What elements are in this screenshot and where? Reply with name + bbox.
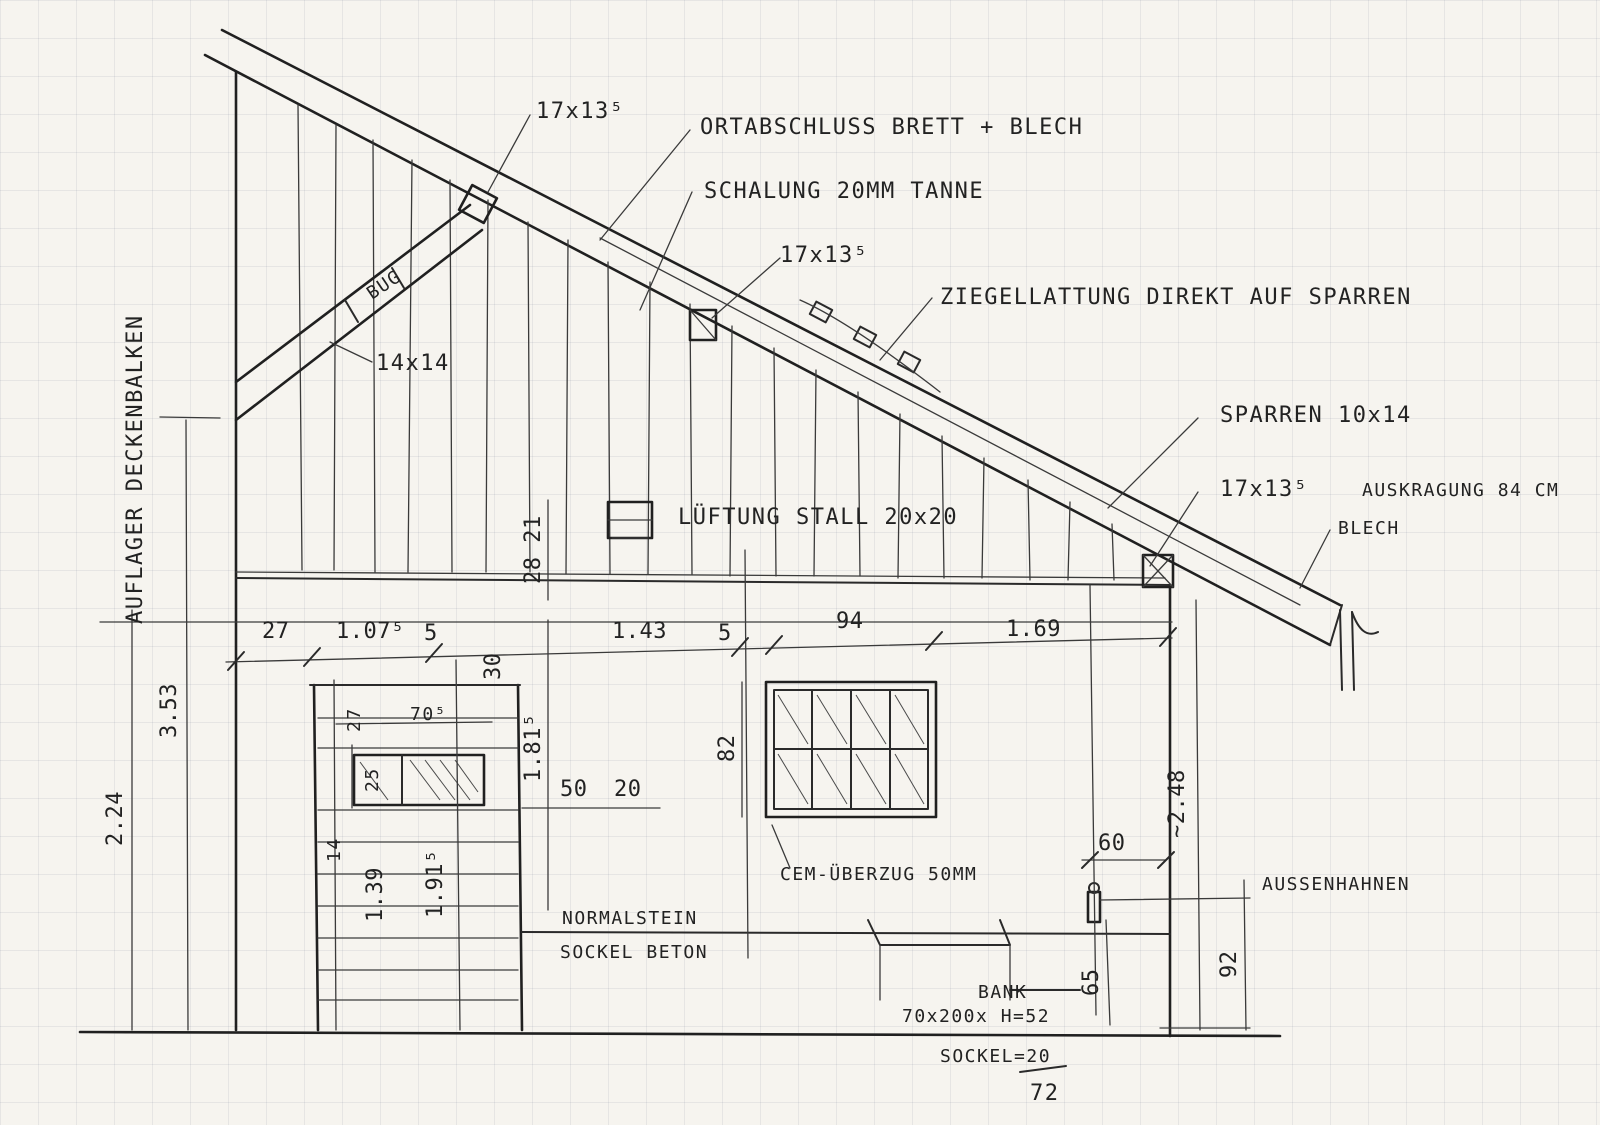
bank-label: BANK [978,982,1027,1003]
ziegellattung-label: ZIEGELLATTUNG DIREKT AUF SPARREN [940,285,1412,310]
purlin-mid-label: 17x13⁵ [780,243,868,268]
plinth [521,549,1171,959]
dim-224: 2.24 [103,791,128,846]
sockel-eq-label: SOCKEL=20 [940,1046,1051,1067]
purlin-top-label: 17x13⁵ [536,99,624,124]
dim-1915: 1.91⁵ [423,849,448,918]
sockel-beton-label: SOCKEL BETON [560,942,708,963]
dim-705: 70⁵ [410,704,447,725]
bench [867,919,1081,1001]
window-grid [764,680,938,819]
sparren-label: SPARREN 10x14 [1220,403,1412,428]
bug-label: BUG [363,266,405,304]
dim-20: 20 [614,777,642,802]
cem-label: CEM-ÜBERZUG 50MM [780,863,977,885]
normalstein-label: NORMALSTEIN [562,908,698,929]
total-72-label: 72 [1030,1081,1060,1106]
dim-92: 92 [1217,951,1242,979]
bank-dims-label: 70x200x H=52 [902,1006,1050,1027]
dim-248: ~2.48 [1165,769,1190,838]
dim-27b: 27 [344,707,365,732]
dim-94: 94 [836,609,864,634]
dimension-lines [99,416,1251,1031]
dim-2821: 28 21 [521,515,546,584]
auskragung-label: AUSKRAGUNG 84 CM [1362,480,1559,501]
dim-65: 65 [1079,969,1104,997]
dim-82: 82 [715,735,740,763]
gutter [1339,609,1379,691]
leader-lines [329,114,1331,869]
purlin-eave-label: 17x13⁵ [1220,477,1308,502]
ventilation-opening [606,500,654,540]
dim-1815: 1.81⁵ [521,713,546,782]
dim-169: 1.69 [1006,617,1061,642]
aussenhahnen-label: AUSSENHAHNEN [1262,874,1410,895]
strut-label: 14x14 [376,351,450,376]
dim-107: 1.07⁵ [336,619,405,644]
dim-5a: 5 [424,621,438,646]
purlin-mid [688,308,718,342]
dim-139: 1.39 [363,867,388,922]
dim-353: 3.53 [157,683,182,738]
blech-label: BLECH [1338,518,1400,539]
dim-60: 60 [1098,831,1126,856]
lueftung-label: LÜFTUNG STALL 20x20 [678,504,958,530]
ortabschluss-label: ORTABSCHLUSS BRETT + BLECH [700,115,1083,140]
dim-25: 25 [362,767,383,792]
rafter-roof [203,28,1343,647]
auflager-label: AUFLAGER DECKENBALKEN [123,314,148,624]
dim-27: 27 [262,619,290,644]
schalung-label: SCHALUNG 20MM TANNE [704,179,984,204]
dim-30: 30 [481,653,506,681]
gable-boards [297,104,1115,581]
wall-outline [78,70,1282,1038]
door-window [352,753,486,807]
purlin-eave [1141,553,1175,589]
purlin-top [457,183,499,225]
roof-tiles [799,299,941,393]
dim-5b: 5 [718,621,732,646]
dim-50: 50 [560,777,588,802]
door [309,683,524,1032]
strut-bug [234,203,484,422]
dim-14: 14 [324,837,345,862]
dim-143: 1.43 [612,619,667,644]
